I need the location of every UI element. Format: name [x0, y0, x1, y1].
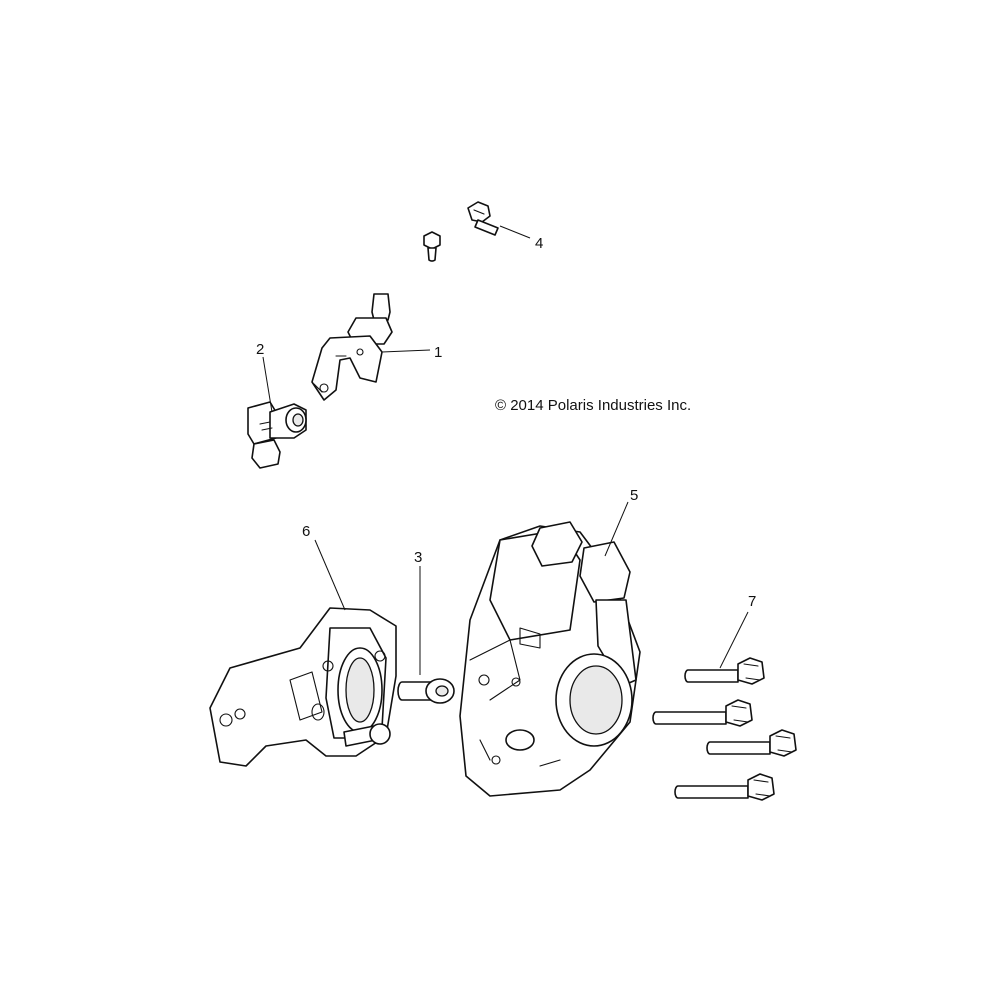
part-7-bolts — [652, 657, 797, 801]
leader-2 — [262, 356, 273, 413]
leader-6 — [314, 539, 346, 611]
part-5-throttle-body — [459, 521, 641, 797]
part-3-screw — [397, 678, 455, 704]
callout-3: 3 — [414, 549, 422, 566]
bolt-7d — [674, 773, 775, 801]
callout-1: 1 — [434, 344, 442, 361]
part-6-intake-adapter — [209, 607, 397, 767]
leader-7 — [719, 611, 749, 669]
callout-7: 7 — [748, 593, 756, 610]
bolt-7b — [652, 699, 753, 727]
callout-5: 5 — [630, 487, 638, 504]
copyright-text: © 2014 Polaris Industries Inc. — [495, 397, 691, 414]
leader-1 — [381, 349, 431, 353]
callout-4: 4 — [535, 235, 543, 252]
leader-4 — [499, 225, 531, 239]
part-1-fuel-cap — [311, 293, 393, 401]
part-4-screws — [423, 201, 499, 262]
callout-6: 6 — [302, 523, 310, 540]
bolt-7a — [684, 657, 765, 685]
leader-5 — [604, 501, 629, 557]
screw-4b — [423, 231, 441, 262]
part-2-injector — [247, 401, 307, 469]
screw-4a — [467, 201, 499, 236]
bolt-7c — [706, 729, 797, 757]
callout-2: 2 — [256, 341, 264, 358]
